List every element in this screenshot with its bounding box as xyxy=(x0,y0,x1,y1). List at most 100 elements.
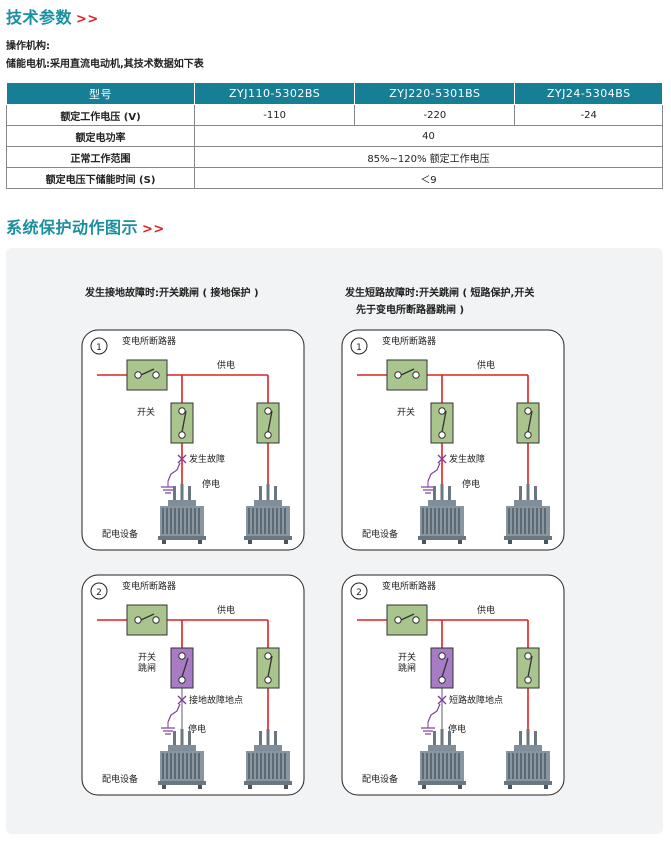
trip-label: 跳闸 xyxy=(138,662,156,674)
fault-label: 发生故障 xyxy=(449,453,485,465)
equipment-label: 配电设备 xyxy=(362,528,398,540)
contact-icon xyxy=(524,652,532,660)
fault-cross-icon xyxy=(437,454,447,464)
contact-icon xyxy=(264,676,272,684)
switch-blade-icon xyxy=(267,410,273,433)
breaker-label: 变电所断路器 xyxy=(122,335,176,347)
caption-short-circuit-line1: 发生短路故障时:开关跳闸 ( 短路保护,开关 xyxy=(345,288,535,299)
table-header-row: 型号 ZYJ110-5302BS ZYJ220-5301BS ZYJ24-530… xyxy=(6,82,663,105)
ground-icon xyxy=(161,481,175,494)
contact-icon xyxy=(178,676,186,684)
switch-blade-icon xyxy=(267,655,273,678)
contact-icon xyxy=(134,616,142,624)
contact-icon xyxy=(412,616,420,624)
switch-blade-icon xyxy=(441,657,449,678)
breaker-label: 变电所断路器 xyxy=(122,580,176,592)
spec-table: 型号 ZYJ110-5302BS ZYJ220-5301BS ZYJ24-530… xyxy=(6,82,663,189)
contact-icon xyxy=(394,616,402,624)
feeder-switch-right xyxy=(516,647,540,689)
step-number-icon xyxy=(90,337,108,355)
equipment-label: 配电设备 xyxy=(362,773,398,785)
ground-icon xyxy=(161,722,175,735)
feeder-switch-left xyxy=(170,647,194,689)
contact-icon xyxy=(264,431,272,439)
section-title-text: 系统保护动作图示 xyxy=(6,218,139,237)
substation-breaker xyxy=(126,359,168,391)
feeder-switch-left xyxy=(170,402,194,444)
stop-label: 停电 xyxy=(202,478,220,490)
feeder-switch-right xyxy=(256,402,280,444)
substation-breaker xyxy=(126,604,168,636)
contact-icon xyxy=(412,371,420,379)
contact-icon xyxy=(152,616,160,624)
contact-icon xyxy=(438,431,446,439)
equipment-label: 配电设备 xyxy=(102,773,138,785)
table-cell-merged: ＜9 xyxy=(194,167,663,189)
fault-bolt-icon xyxy=(427,462,441,482)
switch-box xyxy=(256,402,280,444)
section-title-protection: 系统保护动作图示>> xyxy=(6,214,165,238)
stop-label: 停电 xyxy=(448,723,466,735)
fault-bolt-icon xyxy=(167,462,181,482)
contact-icon xyxy=(438,407,446,415)
switch-label: 开关 xyxy=(397,406,415,418)
table-row: 额定电压下储能时间 (S) ＜9 xyxy=(6,167,663,189)
step-number-icon xyxy=(350,582,368,600)
double-arrow-icon: >> xyxy=(76,12,99,27)
switch-blade-icon xyxy=(400,613,415,621)
switch-box xyxy=(430,402,454,444)
stop-label: 停电 xyxy=(462,478,480,490)
supply-label: 供电 xyxy=(217,359,235,371)
equipment-label: 配电设备 xyxy=(102,528,138,540)
switch-blade-icon xyxy=(441,410,447,433)
contact-icon xyxy=(134,371,142,379)
breaker-label: 变电所断路器 xyxy=(382,335,436,347)
switch-blade-icon xyxy=(527,410,533,433)
feeder-switch-right xyxy=(256,647,280,689)
switch-box xyxy=(516,402,540,444)
substation-breaker xyxy=(386,359,428,391)
fault-label: 发生故障 xyxy=(189,453,225,465)
switch-blade-icon xyxy=(527,655,533,678)
switch-blade-icon xyxy=(140,368,155,376)
table-header-cell: 型号 xyxy=(6,82,195,105)
switch-blade-icon xyxy=(181,657,189,678)
fault-label: 接地故障地点 xyxy=(189,694,243,706)
switch-box xyxy=(516,647,540,689)
breaker-box xyxy=(126,604,168,636)
ground-icon xyxy=(421,722,435,735)
contact-icon xyxy=(524,431,532,439)
section-title-specs: 技术参数>> xyxy=(6,4,99,28)
feeder-switch-left xyxy=(430,647,454,689)
supply-label: 供电 xyxy=(477,604,495,616)
ground-icon xyxy=(421,481,435,494)
switch-label: 开关 xyxy=(398,651,416,663)
switch-blade-icon xyxy=(400,368,415,376)
contact-icon xyxy=(178,407,186,415)
motor-label: 储能电机:采用直流电动机,其技术数据如下表 xyxy=(6,59,204,70)
contact-icon xyxy=(438,652,446,660)
double-arrow-icon: >> xyxy=(142,222,165,237)
contact-icon xyxy=(264,652,272,660)
caption-ground-fault: 发生接地故障时:开关跳闸 ( 接地保护 ) xyxy=(85,288,259,299)
step-number-icon xyxy=(90,582,108,600)
fault-cross-icon xyxy=(177,695,187,705)
feeder-switch-right xyxy=(516,402,540,444)
table-header-cell: ZYJ24-5304BS xyxy=(514,82,663,105)
switch-box xyxy=(256,647,280,689)
step-number: 2 xyxy=(356,588,362,598)
substation-breaker xyxy=(386,604,428,636)
caption-short-circuit-line2: 先于变电所断路器跳闸 ) xyxy=(356,305,465,316)
mechanism-label: 操作机构: xyxy=(6,41,50,52)
switch-label: 开关 xyxy=(137,406,155,418)
switch-box xyxy=(170,402,194,444)
breaker-box xyxy=(126,359,168,391)
breaker-label: 变电所断路器 xyxy=(382,580,436,592)
step-number: 1 xyxy=(356,343,362,353)
step-number: 2 xyxy=(96,588,102,598)
switch-blade-icon xyxy=(181,410,187,433)
